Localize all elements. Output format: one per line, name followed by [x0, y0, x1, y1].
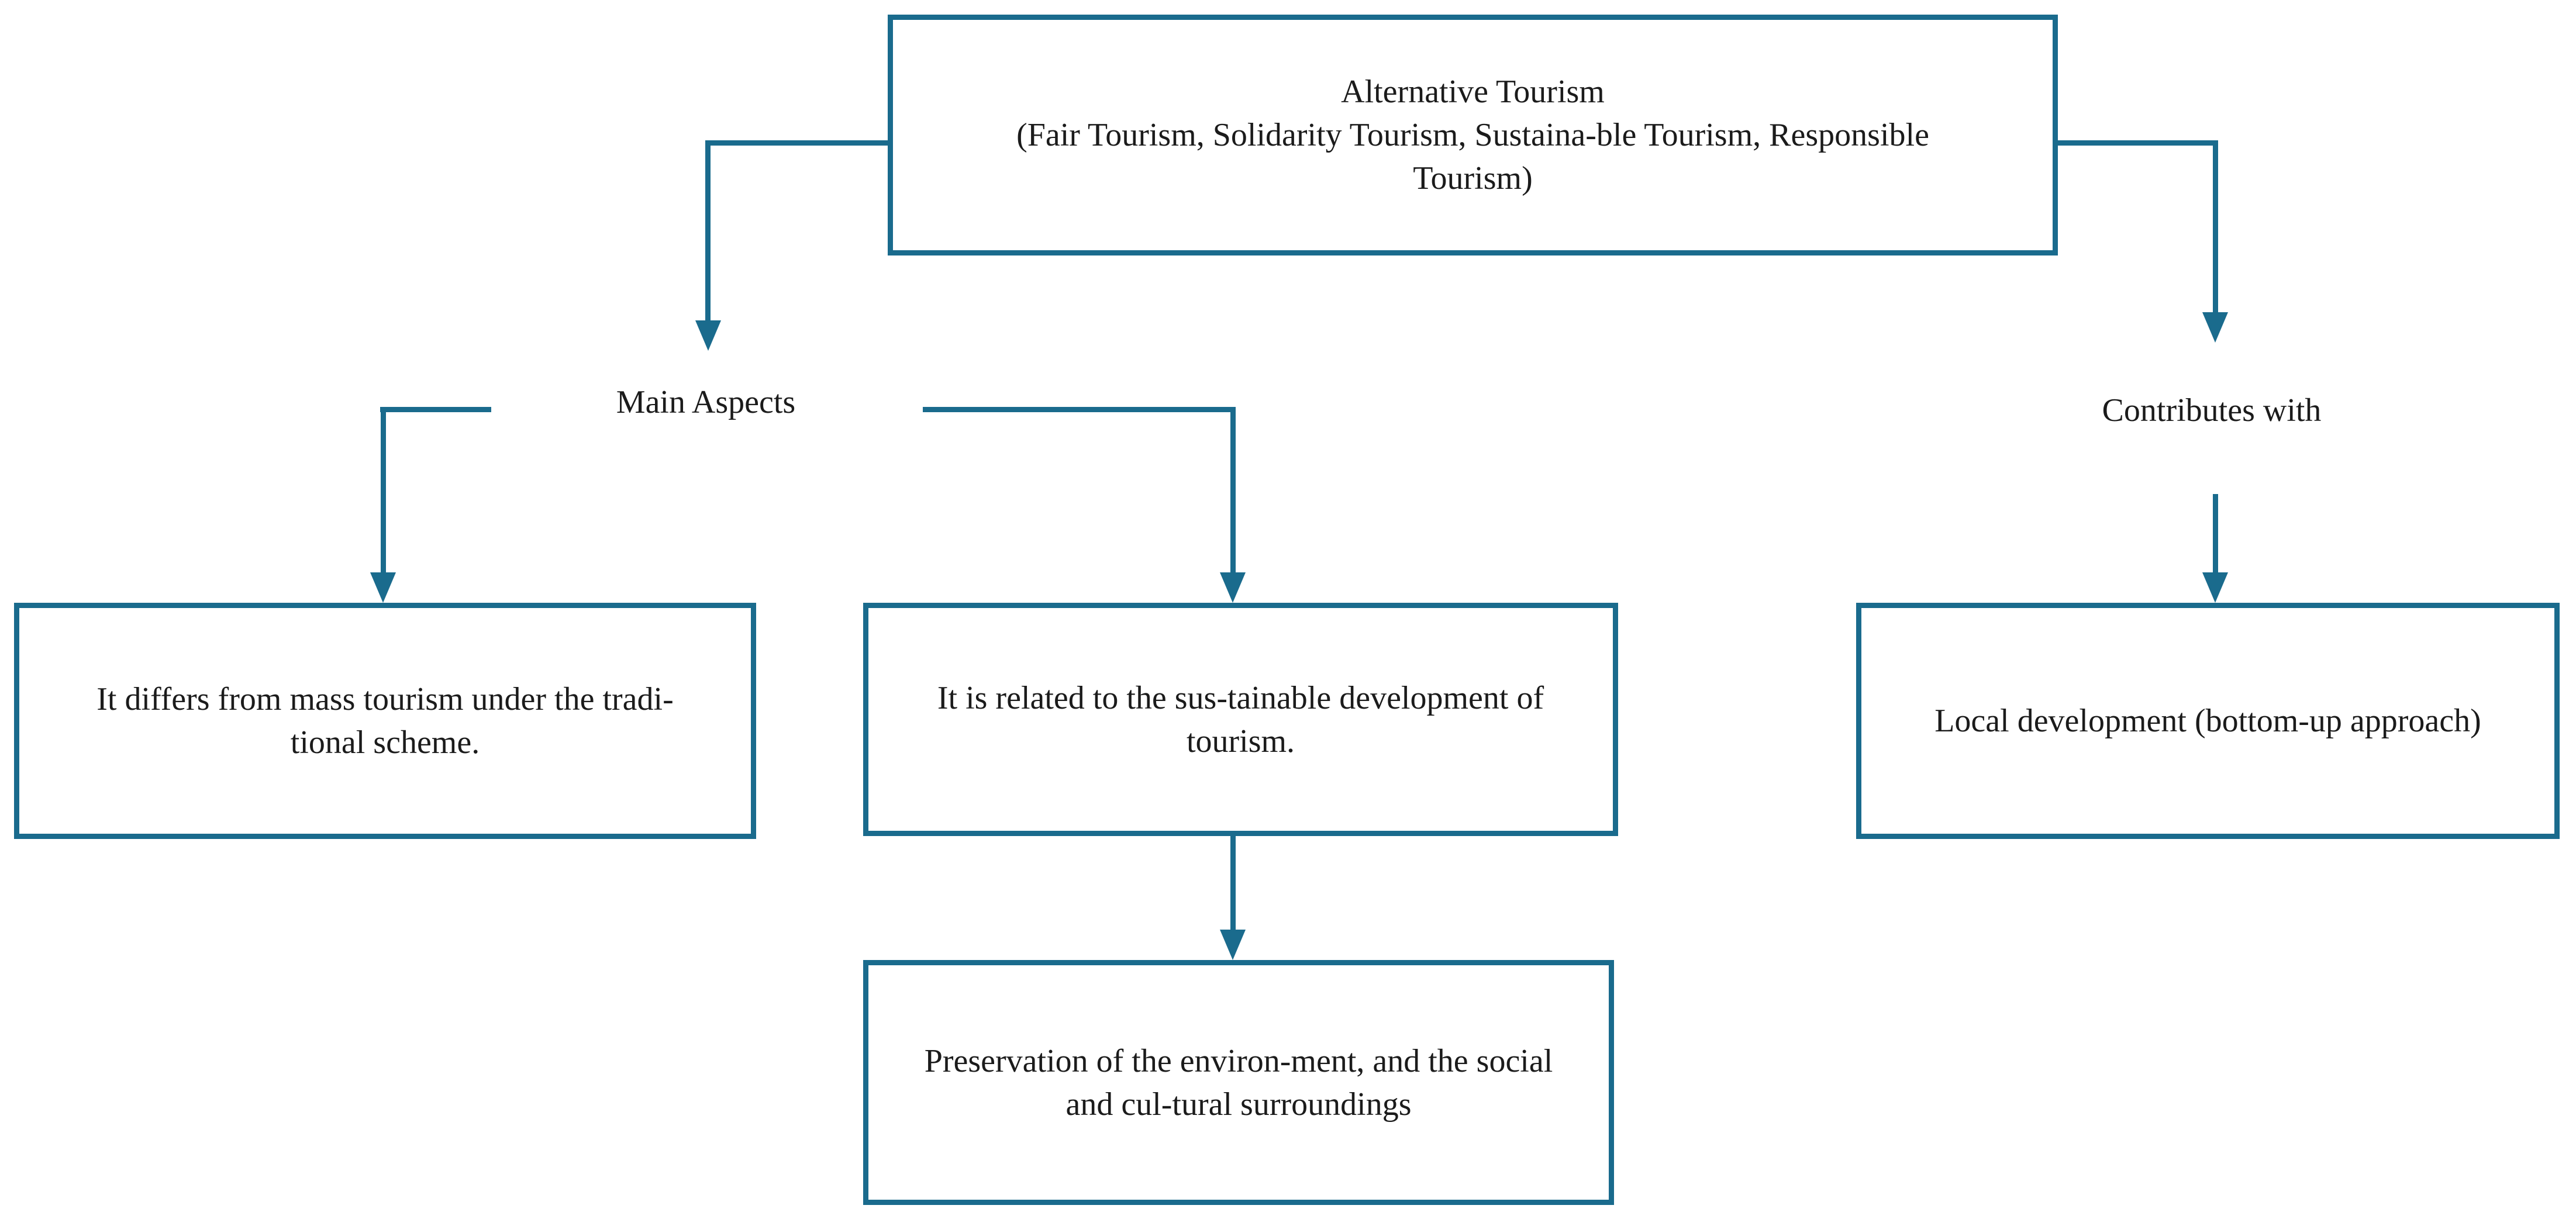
node-alternative-tourism-line2: (Fair Tourism, Solidarity Tourism, Susta…: [1016, 117, 1929, 153]
arrowhead-down-main-aspects-icon: [695, 320, 721, 351]
node-differs-line2: tional scheme.: [290, 724, 480, 761]
connector-root-to-contributes-vertical: [2213, 140, 2218, 312]
node-alternative-tourism-line3: Tourism): [1413, 160, 1533, 196]
arrowhead-down-related-icon: [1220, 572, 1246, 603]
node-alternative-tourism: Alternative Tourism (Fair Tourism, Solid…: [888, 15, 2058, 255]
label-contributes-with: Contributes with: [2102, 392, 2322, 429]
arrowhead-down-contributes-icon: [2202, 312, 2228, 343]
node-preservation-line2: and cul-tural surroundings: [1065, 1086, 1412, 1123]
connector-root-to-main-aspects-horizontal: [705, 140, 888, 146]
connector-root-to-main-aspects-vertical: [705, 140, 711, 320]
connector-main-aspects-to-differs-vertical: [381, 407, 386, 572]
node-alternative-tourism-line1: Alternative Tourism: [1341, 74, 1605, 110]
node-related-line2: tourism.: [1186, 723, 1295, 759]
node-local-line1: Local development (bottom-up approach): [1934, 703, 2481, 739]
connector-main-aspects-to-differs-horizontal: [380, 407, 491, 412]
connector-main-aspects-to-related-vertical: [1230, 407, 1236, 572]
label-main-aspects: Main Aspects: [616, 384, 796, 420]
node-differs-line1: It differs from mass tourism under the t…: [96, 681, 674, 717]
connector-contributes-to-local-vertical: [2213, 494, 2218, 572]
node-differs-from-mass-tourism: It differs from mass tourism under the t…: [14, 603, 756, 839]
arrowhead-down-preservation-icon: [1220, 930, 1246, 960]
node-related-to-sustainable-development: It is related to the sus-tainable develo…: [863, 603, 1618, 836]
node-related-line1: It is related to the sus-tainable develo…: [937, 679, 1544, 716]
node-preservation-environment: Preservation of the environ-ment, and th…: [863, 960, 1614, 1205]
connector-main-aspects-to-related-horizontal: [923, 407, 1233, 412]
connector-root-to-contributes-horizontal: [2058, 140, 2218, 146]
arrowhead-down-differs-icon: [370, 572, 396, 603]
connector-related-to-preservation-vertical: [1230, 836, 1236, 930]
node-local-development: Local development (bottom-up approach): [1856, 603, 2560, 839]
arrowhead-down-local-icon: [2202, 572, 2228, 603]
node-preservation-line1: Preservation of the environ-ment, and th…: [924, 1042, 1553, 1079]
